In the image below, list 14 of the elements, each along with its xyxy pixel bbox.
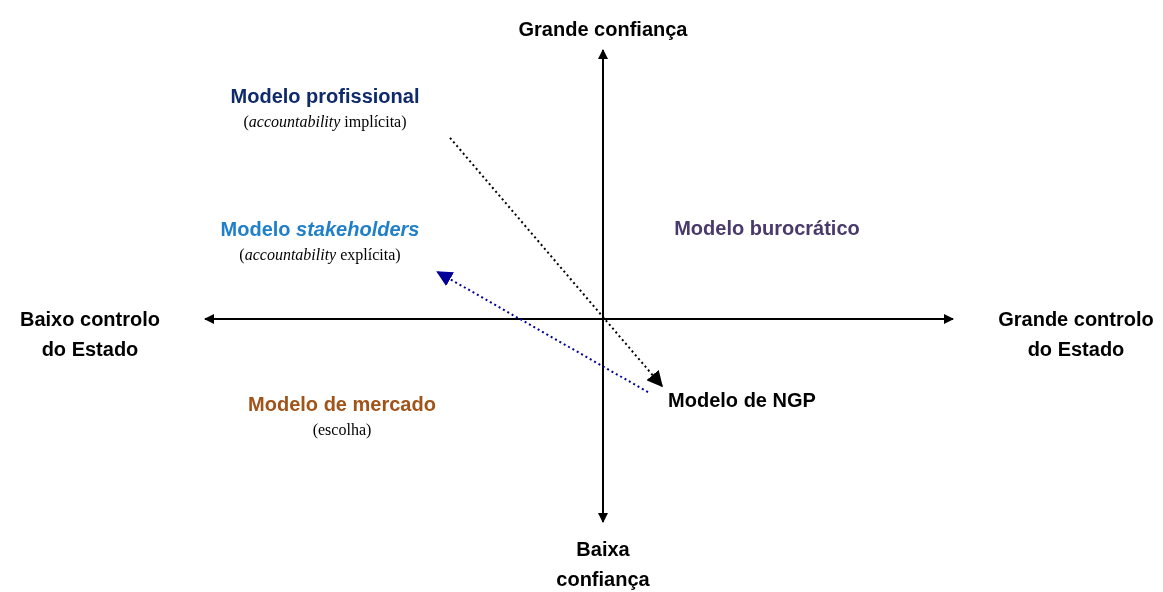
model-subtitle: (accountability implícita) — [243, 112, 407, 133]
axis-label: Baixo controlo do Estado — [19, 307, 161, 362]
model-subtitle: (accountability explícita) — [239, 245, 401, 266]
axis-label: Grande confiança — [517, 17, 689, 42]
dotted-arrow — [436, 271, 649, 394]
axis-label: Grande controlo do Estado — [997, 307, 1155, 362]
axis-label: Baixa confiança — [555, 537, 651, 592]
model-title: Modelo de mercado — [248, 392, 436, 417]
model-title: Modelo stakeholders — [220, 217, 420, 242]
model-title: Modelo profissional — [230, 84, 420, 109]
dotted-arrow — [449, 136, 663, 388]
model-title: Modelo de NGP — [668, 388, 816, 413]
model-subtitle: (escolha) — [312, 420, 372, 441]
model-title: Modelo burocrático — [674, 216, 860, 241]
